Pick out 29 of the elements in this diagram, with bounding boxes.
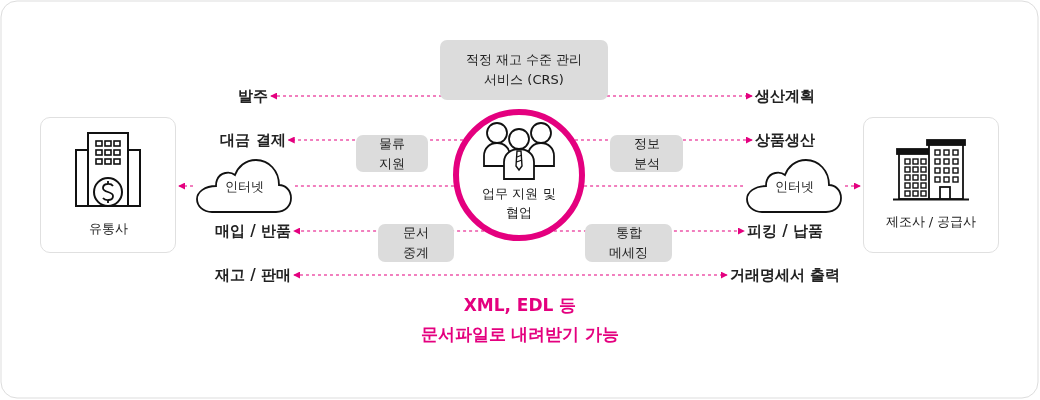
- cloud-label: 인터넷: [774, 178, 814, 196]
- company-name: 제조사 / 공급사: [885, 213, 977, 231]
- connector-line: [583, 185, 744, 187]
- edge-label: 물류 지원: [356, 135, 428, 172]
- cloud-label: 인터넷: [224, 178, 264, 196]
- edge-label: 통합 메세징: [585, 224, 672, 262]
- company-name: 유통사: [88, 220, 128, 238]
- connector-line: [294, 185, 455, 187]
- hub-label: 업무 지원 및 협업: [481, 185, 557, 222]
- process-label: 피킹 / 납품: [747, 221, 823, 241]
- process-label: 발주: [238, 86, 268, 106]
- cloud: [196, 158, 292, 214]
- arrow: [178, 182, 194, 190]
- company-card: [40, 117, 176, 253]
- process-label: 생산계획: [755, 86, 815, 106]
- edge-label: 문서 중계: [378, 224, 454, 262]
- process-label: 대금 결제: [220, 130, 286, 150]
- cloud: [746, 158, 842, 214]
- note-text: 문서파일로 내려받기 가능: [420, 322, 620, 346]
- process-label: 거래명세서 출력: [729, 265, 841, 285]
- process-label: 재고 / 판매: [215, 265, 291, 285]
- edge-label: 정보 분석: [610, 135, 683, 172]
- process-label: 상품생산: [755, 130, 815, 150]
- process-label: 매입 / 반품: [215, 221, 291, 241]
- arrow: [293, 271, 728, 279]
- company-card: [863, 117, 999, 253]
- arrow: [844, 182, 861, 190]
- note-text: XML, EDL 등: [463, 293, 577, 317]
- edge-label: 적정 재고 수준 관리 서비스 (CRS): [440, 40, 608, 100]
